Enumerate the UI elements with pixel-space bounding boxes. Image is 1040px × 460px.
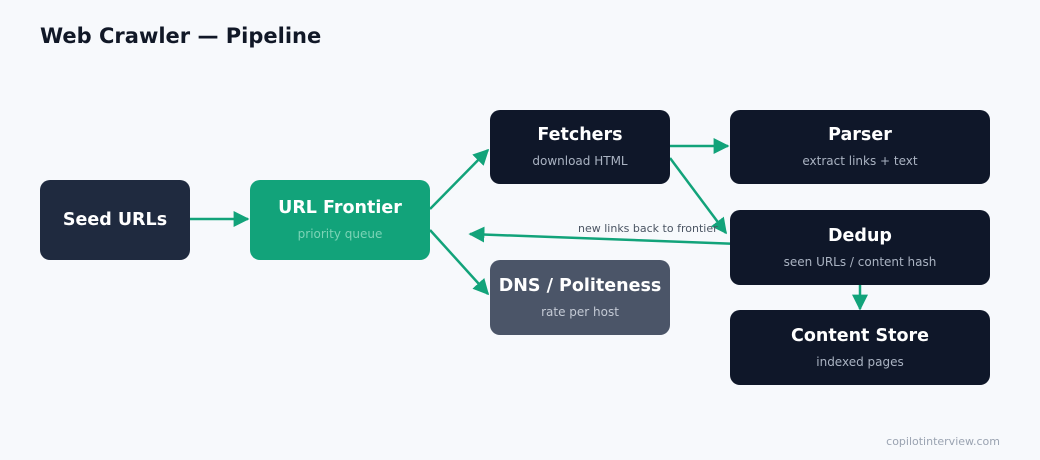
edge-label-feedback: new links back to frontier: [578, 222, 718, 235]
node-fetchers-label: Fetchers: [537, 125, 623, 146]
edge-frontier-dns: [429, 229, 490, 296]
node-seed-urls[interactable]: Seed URLs: [40, 180, 190, 260]
footer-credit: copilotinterview.com: [886, 435, 1000, 448]
node-dns-politeness[interactable]: DNS / Politeness rate per host: [490, 260, 670, 335]
edge-frontier-fetchers: [429, 148, 490, 210]
node-content-store-sub: indexed pages: [816, 354, 904, 369]
node-parser-label: Parser: [828, 125, 892, 146]
node-dns-politeness-sub: rate per host: [541, 304, 619, 319]
node-dedup-label: Dedup: [828, 225, 892, 246]
node-content-store-label: Content Store: [791, 325, 929, 346]
node-content-store[interactable]: Content Store indexed pages: [730, 310, 990, 385]
node-parser-sub: extract links + text: [802, 154, 918, 169]
node-dedup[interactable]: Dedup seen URLs / content hash: [730, 210, 990, 285]
node-dedup-sub: seen URLs / content hash: [783, 254, 937, 269]
node-fetchers-sub: download HTML: [532, 154, 628, 169]
node-dns-politeness-label: DNS / Politeness: [498, 275, 662, 296]
node-url-frontier-sub: priority queue: [297, 227, 383, 242]
node-parser[interactable]: Parser extract links + text: [730, 110, 990, 184]
edge-fetchers-dedup: [668, 157, 728, 235]
node-fetchers[interactable]: Fetchers download HTML: [490, 110, 670, 184]
node-seed-urls-label: Seed URLs: [62, 209, 168, 230]
node-url-frontier[interactable]: URL Frontier priority queue: [250, 180, 430, 260]
node-url-frontier-label: URL Frontier: [278, 198, 402, 219]
page-title: Web Crawler — Pipeline: [40, 24, 322, 48]
